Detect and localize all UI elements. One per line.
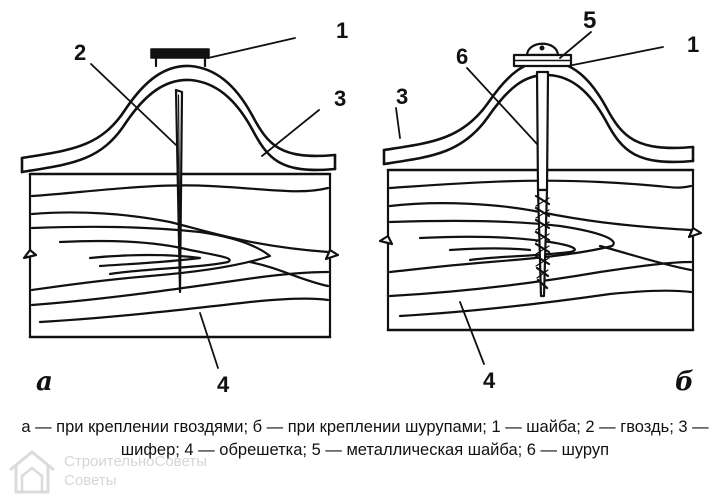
batten-a (22, 172, 340, 339)
watermark-line-2: Советы (64, 472, 117, 489)
watermark-line-1: СтроительноСоветы (64, 453, 207, 470)
panel-letter-a: а (36, 367, 53, 397)
label-b-batten: 4 (483, 368, 496, 393)
metal-washer-b (512, 42, 573, 68)
washer-a (150, 48, 210, 68)
label-b-screw: 6 (456, 44, 468, 69)
panel-letter-b: б (675, 367, 694, 397)
label-a-slate: 3 (334, 86, 346, 111)
screw-b (534, 70, 551, 298)
slate-sheet-a (20, 64, 337, 174)
batten-b (378, 168, 703, 332)
label-a-washer: 1 (336, 18, 348, 43)
house-logo-icon (9, 450, 55, 494)
label-b-washer: 1 (687, 32, 699, 57)
panel-b (378, 31, 703, 365)
watermark: СтроительноСоветы Советы (6, 448, 207, 498)
label-b-slate: 3 (396, 84, 408, 109)
label-b-metal-washer: 5 (583, 7, 596, 34)
label-a-batten: 4 (217, 372, 230, 397)
nail-a (174, 88, 184, 294)
label-a-nail: 2 (74, 40, 86, 65)
figure-caption: а — при креплении гвоздями; б — при креп… (21, 418, 709, 459)
panel-a (20, 37, 340, 369)
leaders-b (395, 31, 664, 365)
leaders-a (90, 37, 320, 369)
